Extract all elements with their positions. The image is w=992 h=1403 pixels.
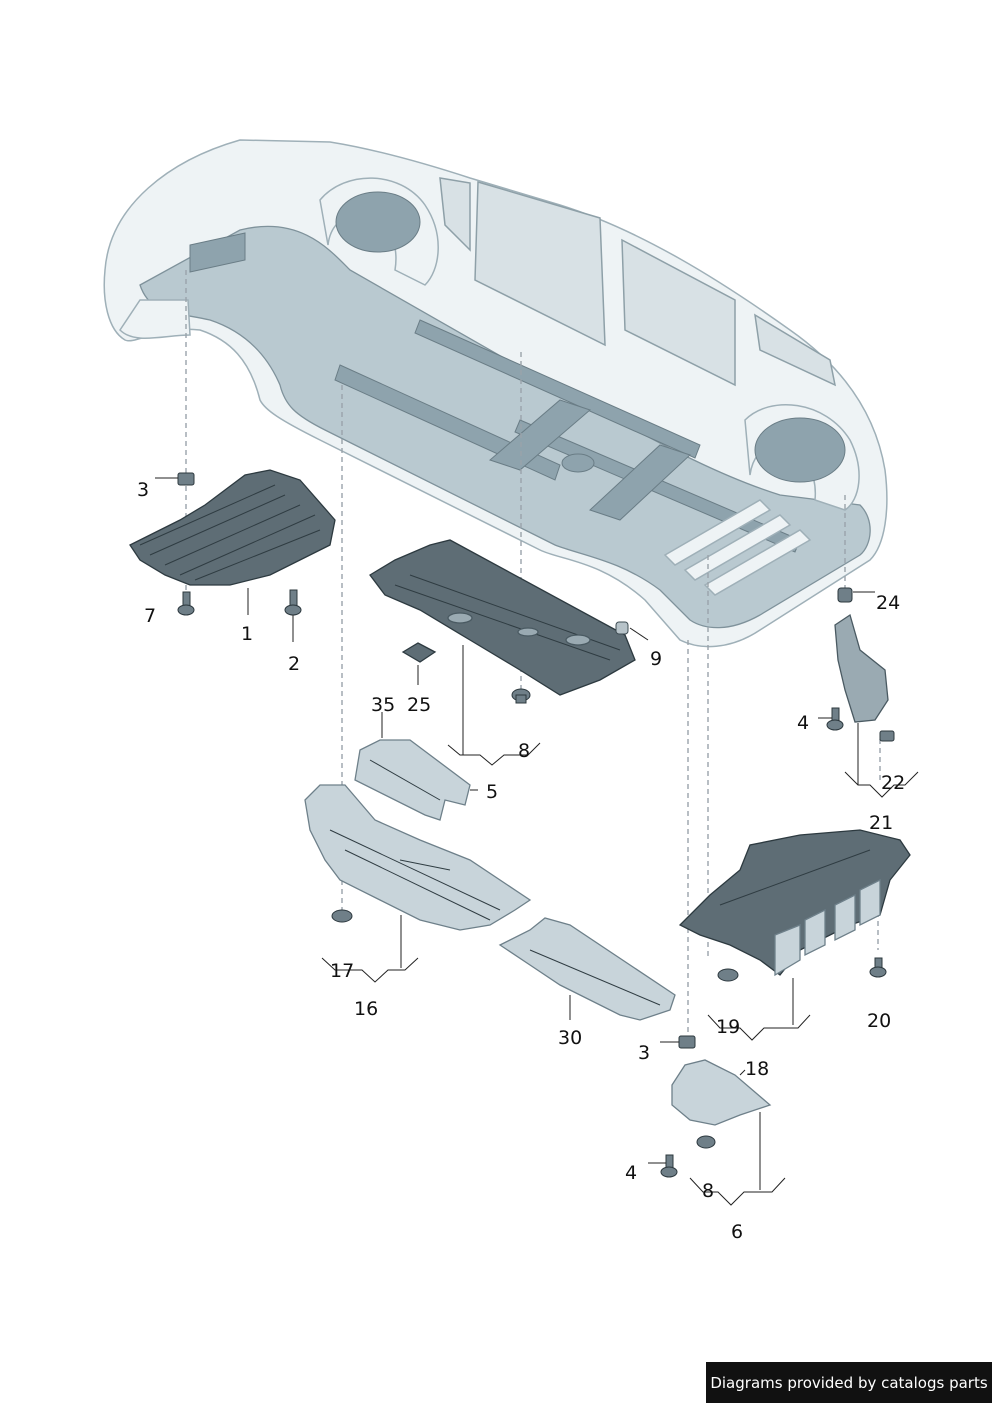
callout-1: 1 (241, 623, 253, 645)
footer-credit-text: Diagrams provided by catalogs parts (710, 1373, 988, 1392)
part-22-rear-side-shield (834, 613, 889, 723)
callout-7: 7 (144, 605, 156, 627)
callout-22: 22 (881, 772, 905, 794)
callout-6: 6 (731, 1221, 743, 1243)
callout-4-right: 4 (797, 712, 809, 734)
callout-8-upper: 8 (518, 740, 530, 762)
part-25-pad (401, 642, 437, 663)
part-30-rear-tunnel-shield (498, 917, 676, 1021)
footer-credit-badge: Diagrams provided by catalogs parts (706, 1362, 992, 1403)
callout-21: 21 (869, 812, 893, 834)
leader-lines (155, 477, 919, 1206)
part-16-tunnel-heat-shield (304, 784, 532, 931)
callout-8-lower: 8 (702, 1180, 714, 1202)
callout-2: 2 (288, 653, 300, 675)
callout-3-upper: 3 (137, 479, 149, 501)
part-6-rear-corner-shield (671, 1059, 772, 1126)
callout-35: 35 (371, 694, 395, 716)
callout-20: 20 (867, 1010, 891, 1032)
part-8-central-underbody-panel (369, 539, 636, 696)
part-19-rear-underbody-panel (678, 829, 911, 977)
callout-4-lower: 4 (625, 1162, 637, 1184)
callout-16: 16 (354, 998, 378, 1020)
callout-24: 24 (876, 592, 900, 614)
part-9-clip (615, 621, 629, 635)
callout-3-lower: 3 (638, 1042, 650, 1064)
part-1-front-underbody-guard (129, 469, 336, 586)
callout-19: 19 (716, 1016, 740, 1038)
callout-18: 18 (745, 1058, 769, 1080)
hardware-fasteners (177, 472, 895, 1178)
callout-25: 25 (407, 694, 431, 716)
callout-30: 30 (558, 1027, 582, 1049)
callout-5: 5 (486, 781, 498, 803)
callout-labels: 1 2 3 3 4 4 5 6 7 8 8 9 16 17 18 19 20 2… (137, 479, 905, 1243)
callout-9: 9 (650, 648, 662, 670)
part-5-heat-shield (354, 739, 471, 821)
vehicle-body-underside (103, 139, 888, 648)
callout-17: 17 (330, 960, 354, 982)
